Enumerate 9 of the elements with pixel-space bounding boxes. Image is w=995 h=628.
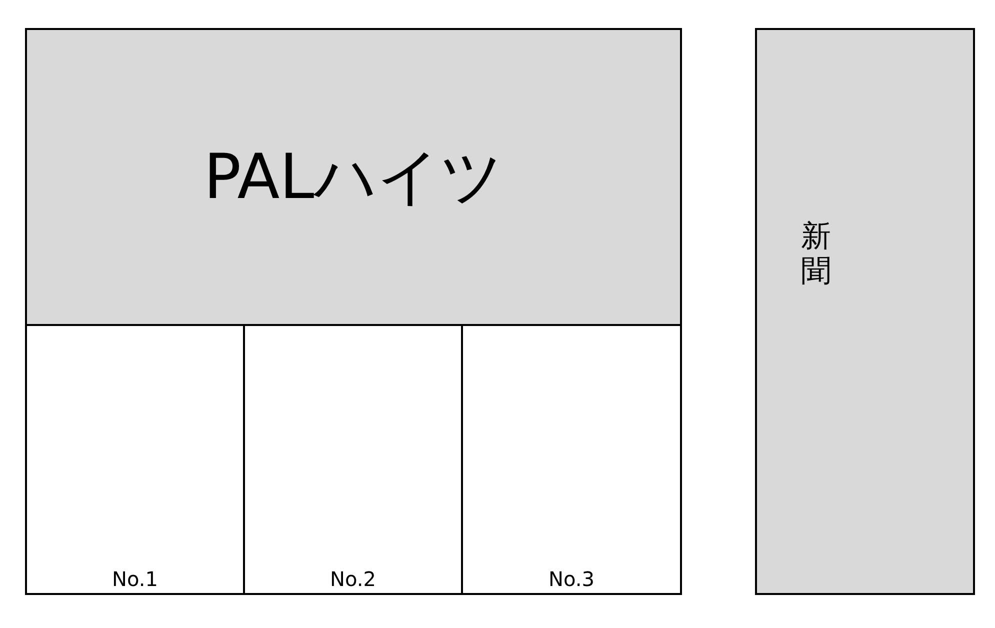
building-name: PALハイツ	[204, 139, 504, 215]
area-label: 新聞	[801, 220, 831, 289]
building-block	[25, 28, 682, 326]
parking-space	[25, 324, 245, 595]
newspaper-area	[755, 28, 975, 595]
parking-space	[461, 324, 682, 595]
space-number: No.1	[112, 567, 158, 591]
space-number: No.3	[548, 567, 594, 591]
space-number: No.2	[330, 567, 376, 591]
